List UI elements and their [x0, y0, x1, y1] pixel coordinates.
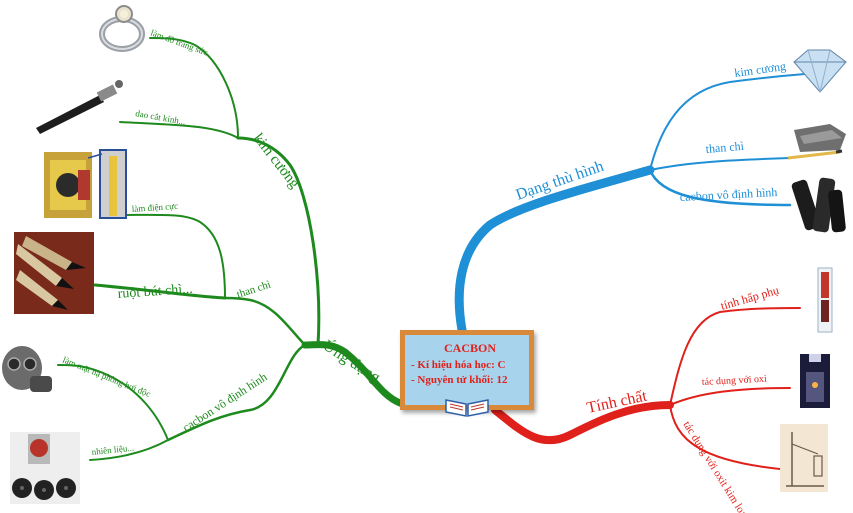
center-mass-line: - Nguyên tử khối: 12 — [411, 374, 508, 386]
battery-electrode-icon — [44, 149, 127, 219]
coal-stove-icon — [10, 432, 80, 504]
lab-apparatus-icon — [780, 424, 828, 492]
adsorption-tube-icon — [817, 267, 833, 333]
center-box: CACBON - Kí hiệu hóa học: C - Nguyên tử … — [400, 330, 534, 410]
ring-icon — [99, 5, 145, 52]
label-ung-dung: Ứng dụng — [320, 335, 384, 386]
leaf-cacbon-vo-dinh-hinh-dth: cacbon vô định hình — [679, 185, 777, 204]
leaf-tac-dung-voi-oxi: tác dụng với oxi — [702, 374, 768, 388]
leaf-lam-dien-cuc: làm điện cực — [131, 201, 178, 214]
branch-ung-dung — [57, 37, 404, 461]
leaf-nhien-lieu: nhiên liệu... — [91, 443, 134, 457]
branch-tinh-chat — [491, 307, 801, 471]
graphite-icon — [787, 124, 846, 160]
leaf-tac-dung-voi-oxit: tác dụng với oxit kim loại — [680, 419, 750, 513]
center-title: CACBON — [443, 341, 496, 355]
combustion-flask-icon — [800, 354, 830, 408]
center-symbol-line: - Kí hiệu hóa học: C — [411, 359, 506, 371]
leaf-than-chi: than chì — [705, 139, 745, 156]
diamond-icon — [793, 49, 847, 93]
label-cacbon-vo-dinh-hinh-ud: cacbon vô định hình — [180, 370, 270, 435]
label-kim-cuong: kim cương — [250, 131, 303, 192]
pencils-icon — [14, 232, 94, 314]
branch-dang-thu-hinh — [454, 73, 806, 335]
leaf-ruot-but-chi: ruột bút chì... — [117, 282, 193, 302]
leaf-lam-do-trang-suc: làm đồ trang sức — [149, 27, 209, 57]
gas-mask-icon — [2, 346, 52, 392]
book-icon — [445, 399, 489, 417]
charcoal-icon — [791, 177, 846, 233]
label-than-chi: than chì — [235, 279, 272, 301]
glass-cutter-icon — [36, 80, 123, 134]
leaf-mat-na: làm mặt nạ phòng hơi độc — [61, 355, 152, 399]
